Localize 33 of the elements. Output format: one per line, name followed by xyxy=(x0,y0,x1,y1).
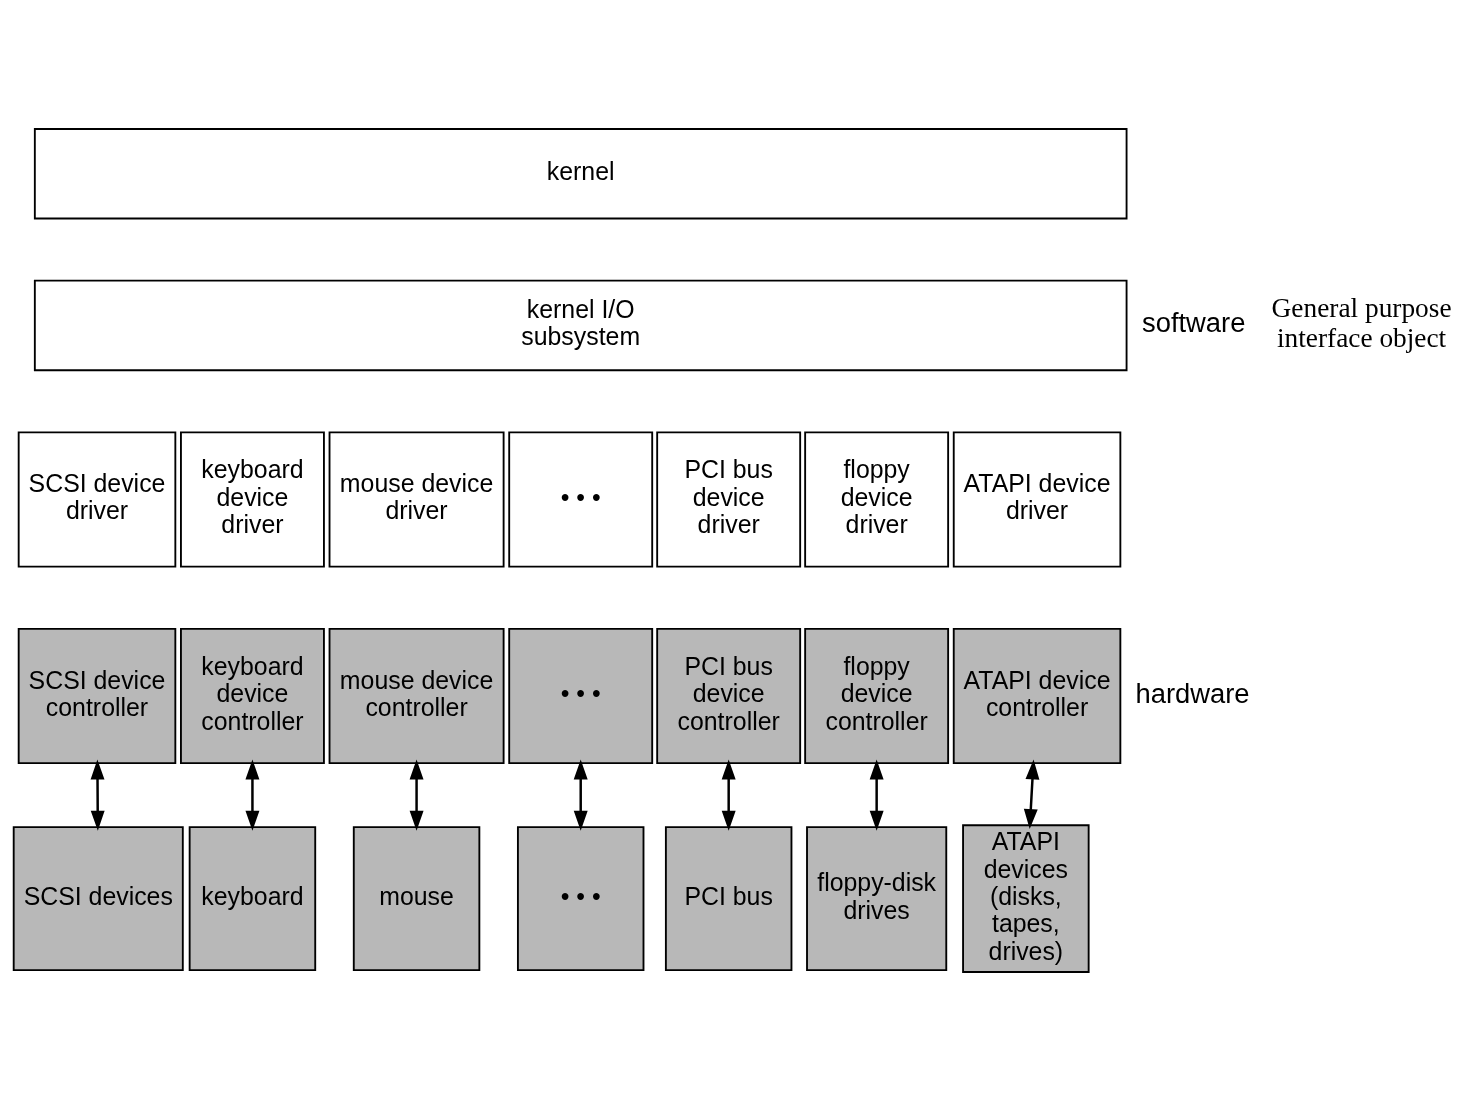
label: hardware xyxy=(1135,677,1250,709)
node-box: mouse device controller xyxy=(328,627,505,765)
node-box: mouse xyxy=(352,826,481,972)
node-box: floppy-disk drives xyxy=(806,826,948,972)
node-box: keyboard xyxy=(188,826,317,972)
arrow xyxy=(409,759,424,831)
arrow xyxy=(90,759,105,831)
node-box: ATAPI device controller xyxy=(952,627,1122,765)
label: software xyxy=(1142,307,1246,339)
node-box: mouse device driver xyxy=(328,431,505,568)
label: General purpose interface object xyxy=(1271,293,1452,354)
node-box: ATAPI device driver xyxy=(952,431,1122,568)
node-box: floppy device controller xyxy=(804,627,950,765)
node-box: PCI bus device driver xyxy=(656,431,802,568)
arrow xyxy=(721,759,736,831)
node-box: • • • xyxy=(508,627,654,765)
node-box: kernel I/O subsystem xyxy=(33,279,1128,372)
arrow xyxy=(1023,759,1040,829)
node-box: • • • xyxy=(516,826,645,972)
node-box: kernel xyxy=(33,128,1128,220)
node-box: • • • xyxy=(508,431,654,568)
arrow xyxy=(245,759,260,831)
arrow xyxy=(869,759,884,831)
node-box: floppy device driver xyxy=(804,431,950,568)
node-box: SCSI device driver xyxy=(17,431,177,568)
arrow xyxy=(573,759,588,831)
node-box: PCI bus xyxy=(664,826,793,972)
node-box: ATAPI devices (disks, tapes, drives) xyxy=(962,824,1090,973)
node-box: keyboard device driver xyxy=(180,431,325,568)
node-box: PCI bus device controller xyxy=(656,627,802,765)
node-box: keyboard device controller xyxy=(180,627,325,765)
node-box: SCSI devices xyxy=(12,826,184,972)
node-box: SCSI device controller xyxy=(17,627,177,765)
